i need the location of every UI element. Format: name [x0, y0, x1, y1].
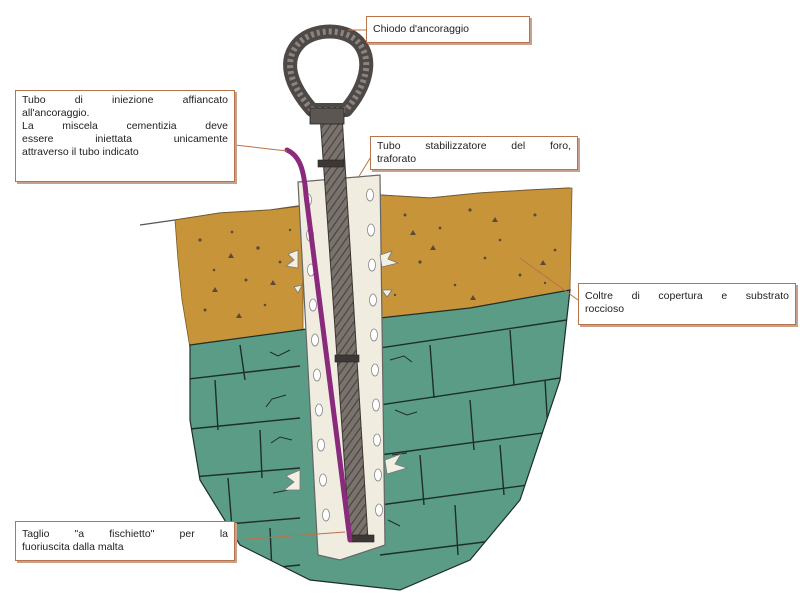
callout-anchor-text: Chiodo d'ancoraggio [373, 23, 523, 36]
callout-cut-line-2: fuoriuscita dalla malta [22, 541, 228, 554]
callout-injection-line-3: La miscela cementizia deve [22, 120, 228, 133]
callout-injection-line-4: essere iniettata unicamente [22, 133, 228, 146]
callout-injection-line-2: all'ancoraggio. [22, 107, 228, 120]
anchor-eye-loop [290, 32, 366, 125]
callout-injection-line-1: Tubo di iniezione affiancato [22, 94, 228, 107]
callout-injection-line-5: attraverso il tubo indicato [22, 146, 228, 159]
callout-stabilizer-line-2: traforato [377, 153, 571, 166]
soil-cover-layer [175, 206, 303, 348]
callout-stabilizer-line-1: Tubo stabilizzatore del foro, [377, 140, 571, 153]
callout-cover-line-2: roccioso [585, 303, 789, 316]
callout-injection-tube: Tubo di iniezione affiancato all'ancorag… [15, 90, 235, 182]
callout-whistle-cut: Taglio "a fischietto" per la fuoriuscita… [15, 521, 235, 561]
callout-cover-substrate: Coltre di copertura e substrato roccioso [578, 283, 796, 325]
callout-anchor-nail: Chiodo d'ancoraggio [366, 16, 530, 43]
callout-stabilizer-tube: Tubo stabilizzatore del foro, traforato [370, 136, 578, 170]
callout-cover-line-1: Coltre di copertura e substrato [585, 290, 789, 303]
callout-cut-line-1: Taglio "a fischietto" per la [22, 528, 228, 541]
